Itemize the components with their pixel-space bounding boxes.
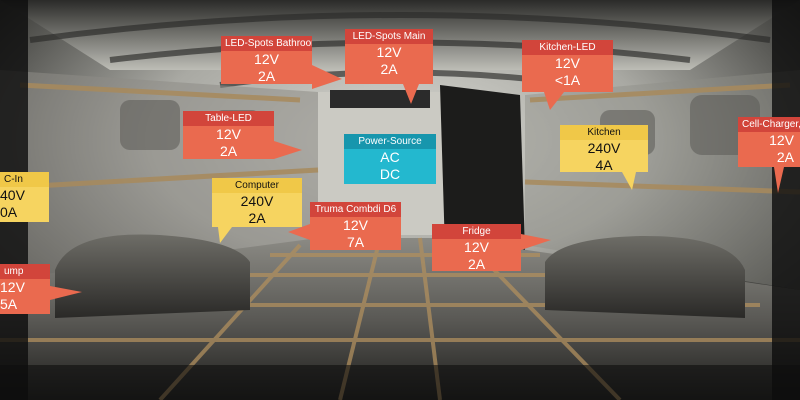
- label-voltage: 12V: [343, 217, 368, 233]
- label-current: 2A: [219, 143, 238, 159]
- label-kitchen[interactable]: Kitchen 240V 4A: [560, 125, 648, 190]
- label-truma-combi-d6[interactable]: Truma Combdi D6 12V 7A: [288, 202, 401, 250]
- label-current: 2A: [380, 61, 398, 77]
- label-title: C-In: [0, 172, 49, 187]
- label-pointer: [774, 167, 784, 193]
- label-title: Kitchen-LED: [522, 40, 613, 55]
- label-current: 2A: [248, 210, 266, 226]
- label-title: Computer: [212, 178, 302, 193]
- label-title: Truma Combdi D6: [310, 202, 401, 217]
- label-voltage: 12V: [464, 239, 489, 255]
- label-power-source[interactable]: Power-Source AC DC: [344, 134, 436, 184]
- label-pointer: [274, 141, 302, 159]
- label-voltage: 12V: [254, 51, 279, 67]
- label-current: <1A: [554, 72, 581, 88]
- label-voltage: 40V: [0, 187, 25, 203]
- label-pointer: [521, 234, 551, 250]
- label-computer[interactable]: Computer 240V 2A: [212, 178, 302, 243]
- label-pointer: [544, 92, 564, 110]
- label-current: 2A: [776, 149, 794, 165]
- label-current: 0A: [0, 204, 18, 220]
- label-current: 5A: [0, 296, 18, 312]
- label-cell-charger[interactable]: Cell-Charger, 12V 2A: [738, 117, 800, 193]
- label-fridge[interactable]: Fridge 12V 2A: [432, 224, 551, 272]
- label-dc: DC: [379, 166, 401, 182]
- label-voltage: 12V: [376, 44, 402, 60]
- label-title: Cell-Charger,: [738, 117, 800, 132]
- label-voltage: 12V: [0, 279, 25, 295]
- label-pointer: [50, 286, 82, 300]
- label-led-spots-main[interactable]: LED-Spots Main 12V 2A: [345, 29, 433, 104]
- label-voltage: 240V: [587, 140, 621, 156]
- label-current: 2A: [257, 68, 276, 84]
- label-pointer: [288, 224, 310, 240]
- label-led-spots-bathroom[interactable]: LED-Spots Bathroom 12V 2A: [221, 36, 342, 103]
- label-title: Kitchen: [560, 125, 648, 140]
- label-kitchen-led[interactable]: Kitchen-LED 12V <1A: [522, 40, 613, 110]
- label-current: 2A: [467, 256, 486, 272]
- label-title: Table-LED: [183, 111, 274, 126]
- label-title: Power-Source: [344, 134, 436, 149]
- label-voltage: 12V: [555, 55, 580, 71]
- label-voltage: 240V: [240, 193, 274, 209]
- label-ac-in[interactable]: C-In 40V 0A: [0, 172, 49, 222]
- label-title: ump: [0, 264, 50, 279]
- label-title: LED-Spots Main: [345, 29, 433, 44]
- label-voltage: 12V: [769, 132, 794, 148]
- label-current: 4A: [595, 157, 613, 173]
- label-title: Fridge: [432, 224, 521, 239]
- label-title: LED-Spots Bathroom: [221, 36, 312, 51]
- label-pointer: [218, 227, 232, 243]
- label-pointer: [622, 172, 636, 190]
- label-ac: AC: [380, 149, 400, 165]
- label-pump[interactable]: ump 12V 5A: [0, 264, 82, 314]
- label-current: 7A: [346, 234, 365, 250]
- label-table-led[interactable]: Table-LED 12V 2A: [183, 111, 302, 159]
- label-pointer: [403, 84, 419, 104]
- label-voltage: 12V: [216, 126, 241, 142]
